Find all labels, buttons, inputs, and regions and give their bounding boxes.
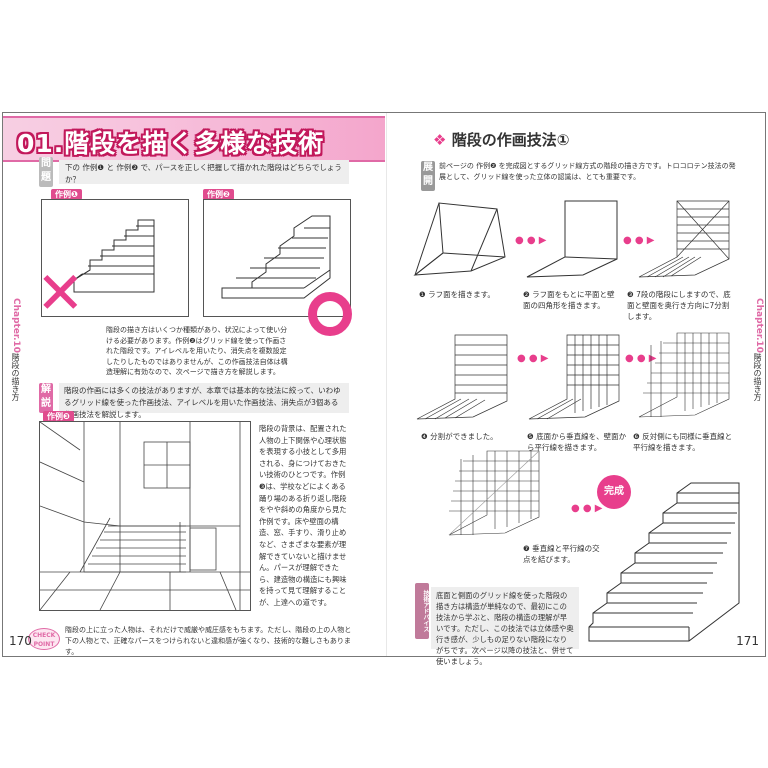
example1-label: 作例❶ (51, 189, 82, 200)
complete-badge: 完成 (597, 475, 631, 509)
advice-tag: 技術アドバイス (415, 583, 429, 639)
page-number-left: 170 (9, 634, 32, 648)
step7-figure (448, 450, 540, 536)
staircase-sketch-1 (73, 219, 155, 293)
advice-text: 底面と側面のグリッド線を使った階段の描き方は構造が単純なので、最初にこの技法から… (431, 587, 579, 666)
arrow-4: ● ● ▶ (625, 353, 657, 364)
staircase-sketch-2 (221, 215, 331, 299)
example3-panel (39, 421, 251, 611)
chapter-sub-right: 階段の描き方 (753, 353, 762, 401)
book-spread: 01.階段を描く多様な技術 問題 下の 作例❶ と 作例❷ で、パースを正しく把… (2, 112, 766, 666)
step6-figure (638, 332, 730, 418)
finished-staircase (588, 482, 740, 642)
example1-panel: ✕ (36, 199, 189, 322)
step6-caption: ❻ 反対側にも同様に垂直線と平行線を描きます。 (633, 432, 733, 452)
step1-caption: ❶ ラフ面を描きます。 (419, 290, 495, 299)
question-tag: 問題 (39, 157, 53, 187)
section-heading-text: 階段の作画技法① (451, 131, 570, 149)
cross-mark-icon: ✕ (36, 259, 85, 327)
page-number-right: 171 (736, 634, 759, 648)
step3-caption: ❸ 7段の階段にしますので、底面と壁面を奥行き方向に7分割します。 (627, 290, 731, 321)
stair-scene-illustration (39, 421, 250, 611)
step7-caption: ❼ 垂直線と平行線の交点を結びます。 (523, 544, 600, 564)
step5-caption: ❺ 底面から垂直線を、壁面から平行線を描きます。 (527, 432, 627, 452)
step1-figure (413, 202, 506, 276)
arrow-1: ● ● ▶ (515, 235, 547, 246)
step4-caption: ❹ 分割ができました。 (421, 432, 498, 441)
development-tag: 展開 (421, 161, 435, 191)
circle-mark-icon (308, 292, 352, 336)
arrow-2: ● ● ▶ (623, 235, 655, 246)
question-text: 下の 作例❶ と 作例❷ で、パースを正しく把握して描かれた階段はどちらでしょう… (59, 160, 349, 184)
page-title: 01.階段を描く多様な技術 (17, 129, 325, 158)
chapter-sub-left: 階段の描き方 (11, 353, 20, 401)
body-text: 階段の背景は、配置された人物の上下関係や心理状態を表現する小技として多用される、… (259, 424, 347, 607)
chapter-tab-right: Chapter.10 (754, 298, 764, 354)
arrow-3: ● ● ▶ (517, 353, 549, 364)
step4-figure (416, 334, 508, 420)
section-text: 階段の作画には多くの技法がありますが、本章では基本的な技法に絞って、いわゆるグリ… (59, 383, 349, 419)
check-point-text: 階段の上に立った人物は、それだけで威厳や威圧感をもちます。ただし、階段の上の人物… (65, 626, 352, 656)
title-banner: 01.階段を描く多様な技術 (3, 116, 385, 162)
section-heading: ❖ 階段の作画技法① (433, 129, 569, 150)
step5-figure (528, 334, 620, 420)
chapter-tab-left: Chapter.10 (11, 298, 21, 354)
question-box: 問題 下の 作例❶ と 作例❷ で、パースを正しく把握して描かれた階段はどちらで… (39, 157, 349, 187)
example2-label: 作例❷ (203, 189, 234, 200)
arrow-5: ● ● ▶ (571, 503, 603, 514)
explanation-text: 階段の描き方はいくつか種類があり、状況によって使い分ける必要があります。作例❷は… (106, 326, 288, 376)
section-tag: 解説 (39, 383, 53, 413)
gutter (386, 113, 387, 656)
example2-panel (203, 199, 352, 336)
check-point-badge: CHECK POINT (28, 628, 60, 650)
diamond-icon: ❖ (433, 131, 447, 149)
step2-figure (526, 200, 618, 278)
development-text: 前ページの 作例❷ を完成図とするグリッド線方式の階段の描き方です。トロコロテン… (439, 162, 736, 181)
step3-figure (638, 200, 730, 278)
step2-caption: ❷ ラフ面をもとに平面と壁面の四角形を描きます。 (523, 290, 615, 310)
example3-label: 作例❸ (43, 411, 74, 422)
